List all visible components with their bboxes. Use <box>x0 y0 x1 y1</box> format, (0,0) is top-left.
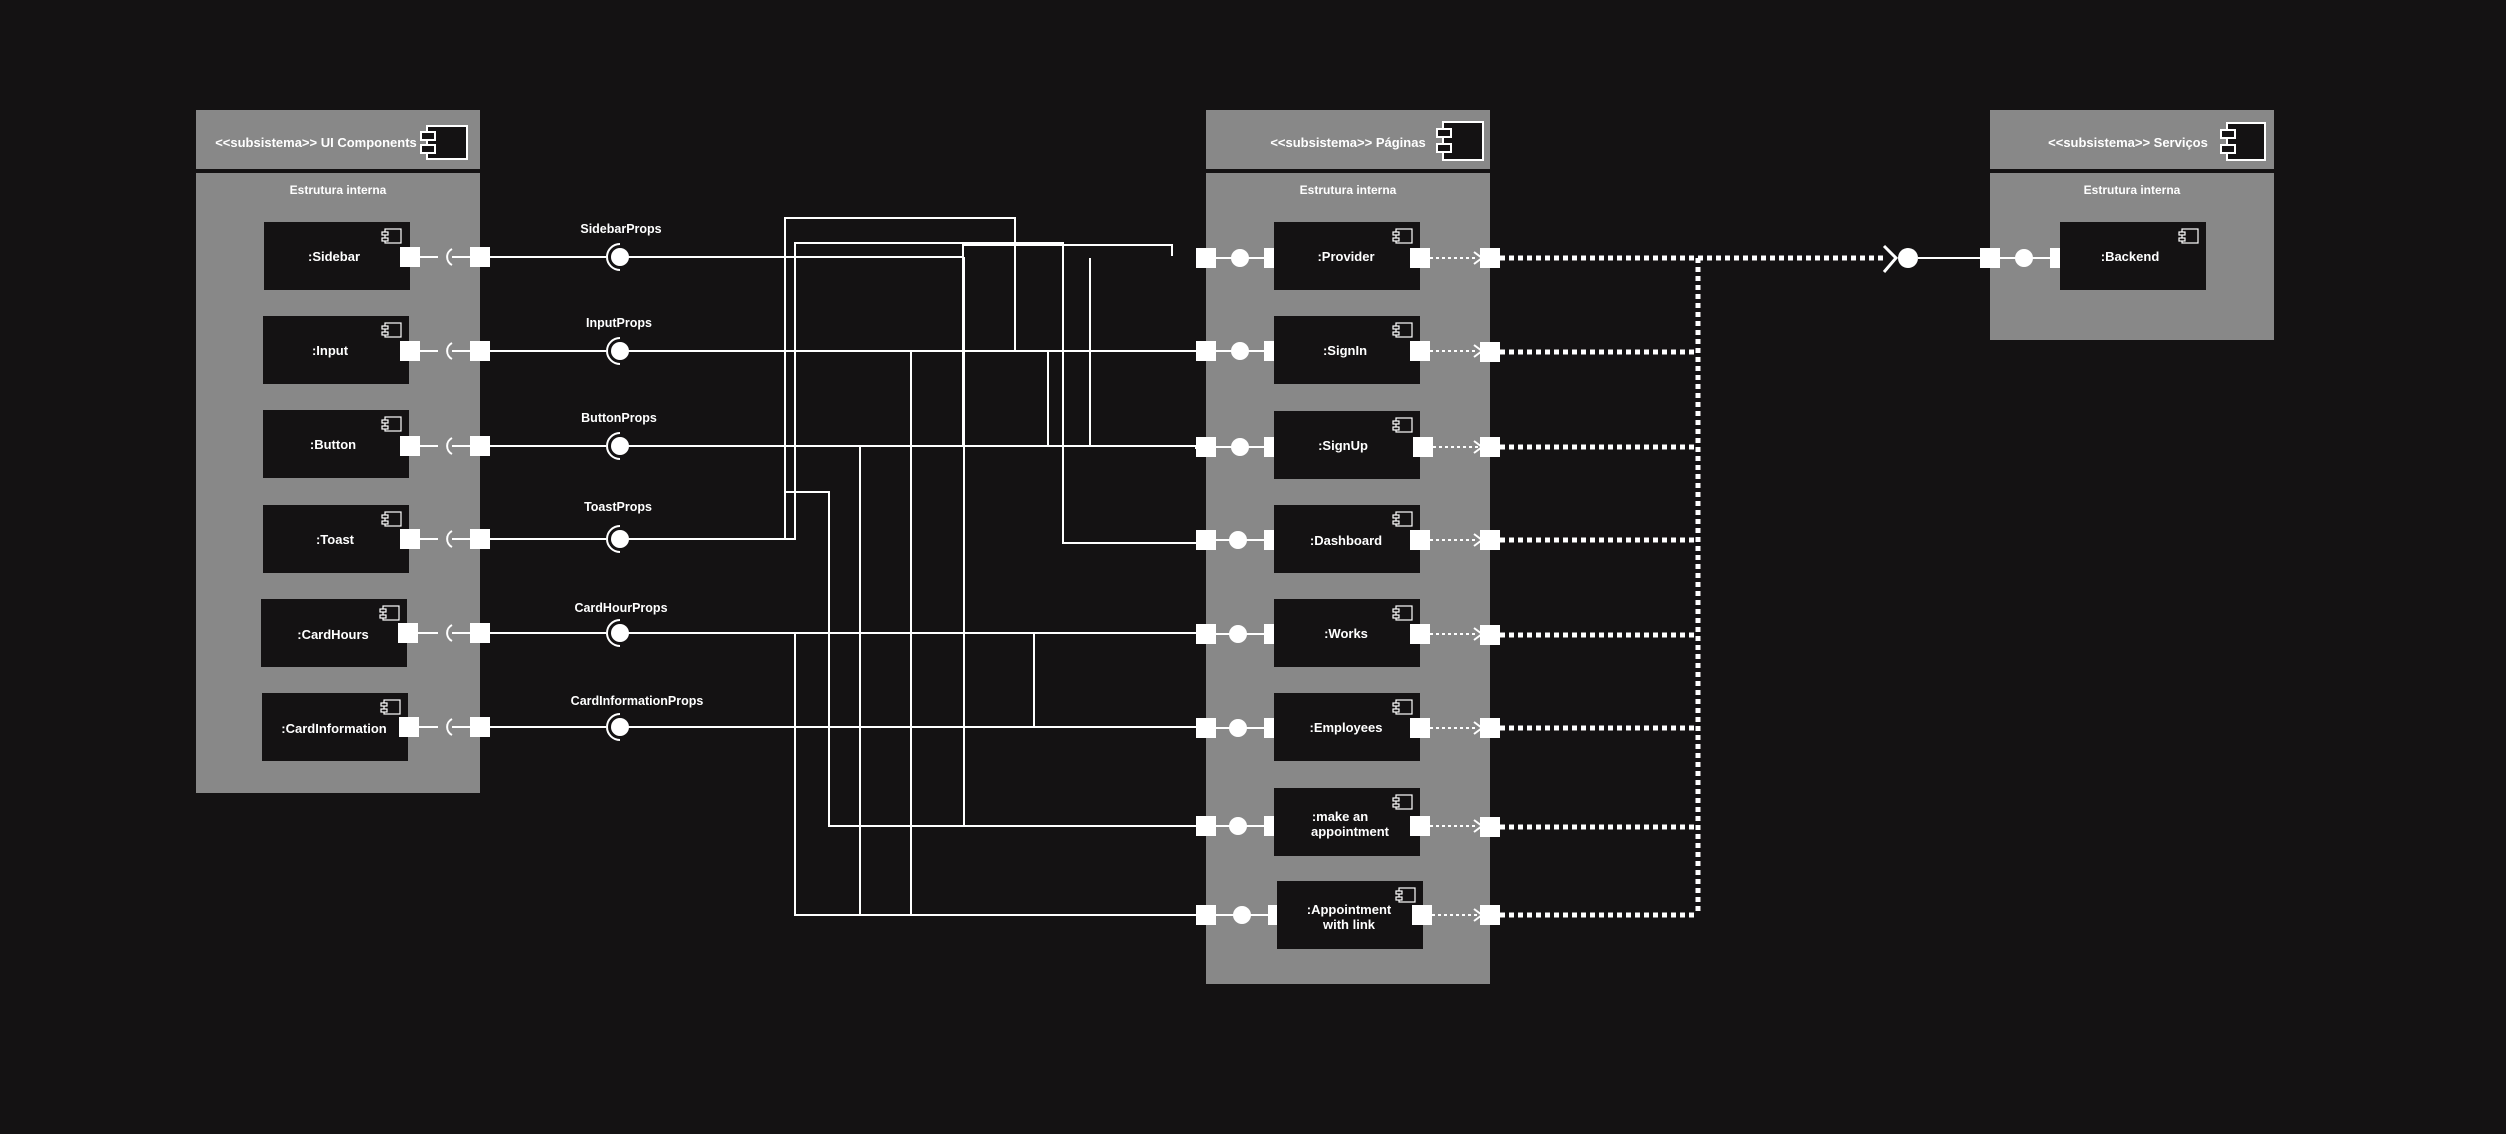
component-icon <box>381 228 402 244</box>
component-icon <box>1392 322 1413 338</box>
component-icon <box>380 699 401 715</box>
interface-label: CardHourProps <box>574 601 667 615</box>
component-label: :CardHours <box>297 627 369 642</box>
ui-component-cardinformation[interactable]: :CardInformation <box>262 693 408 761</box>
component-icon <box>1392 511 1413 527</box>
page-dashboard[interactable]: :Dashboard <box>1196 505 1500 573</box>
ui-component-input[interactable]: :Input <box>263 316 409 384</box>
component-label-line1: :make an <box>1312 809 1368 824</box>
component-label: :Button <box>310 437 356 452</box>
component-label: :CardInformation <box>281 721 387 736</box>
page-signup[interactable]: :SignUp <box>1196 411 1500 479</box>
interface-label: SidebarProps <box>580 222 661 236</box>
page-employees[interactable]: :Employees <box>1196 693 1500 761</box>
interface-label: ToastProps <box>584 500 652 514</box>
component-label: :Works <box>1324 626 1368 641</box>
interface-label: ButtonProps <box>581 411 657 425</box>
component-icon <box>381 511 402 527</box>
interface-buttonprops: ButtonProps <box>581 411 657 460</box>
service-backend[interactable]: :Backend <box>1898 222 2206 290</box>
section-label: Estrutura interna <box>290 183 387 197</box>
component-icon <box>381 416 402 432</box>
interface-label: InputProps <box>586 316 652 330</box>
page-component-list: :Provider :SignIn <box>1196 222 1500 949</box>
component-icon <box>381 322 402 338</box>
component-icon <box>420 125 468 160</box>
interface-cardhourprops: CardHourProps <box>574 601 668 647</box>
section-label: Estrutura interna <box>2084 183 2181 197</box>
component-icon <box>1392 417 1413 433</box>
port-row-toast <box>400 529 606 549</box>
page-provider[interactable]: :Provider <box>1196 222 1500 290</box>
component-label: :Input <box>312 343 349 358</box>
port-row-button <box>400 436 606 456</box>
component-label-line2: appointment <box>1311 824 1390 839</box>
component-label: :Toast <box>316 532 355 547</box>
interface-list: SidebarProps InputProps ButtonProps Toas… <box>571 222 704 741</box>
ui-ports <box>398 247 606 737</box>
ui-component-list: :Sidebar :Input :Button :Toast :CardHour… <box>261 222 606 761</box>
ui-component-cardhours[interactable]: :CardHours <box>261 599 407 667</box>
interface-toastprops: ToastProps <box>584 500 652 553</box>
interface-cardinformationprops: CardInformationProps <box>571 694 704 741</box>
subsystem-body <box>1206 173 1490 984</box>
page-appointment-with-link[interactable]: :Appointment with link <box>1196 881 1500 949</box>
ui-component-toast[interactable]: :Toast <box>263 505 409 573</box>
component-icon <box>2178 228 2199 244</box>
port-row-input <box>400 341 606 361</box>
component-icon <box>1392 228 1413 244</box>
ui-component-button[interactable]: :Button <box>263 410 409 478</box>
component-icon <box>2220 122 2266 161</box>
component-icon <box>1436 121 1484 161</box>
component-icon <box>1392 605 1413 621</box>
interface-inputprops: InputProps <box>586 316 652 365</box>
page-works[interactable]: :Works <box>1196 599 1500 667</box>
port-row-cardhours <box>398 623 606 643</box>
component-label: :Dashboard <box>1310 533 1382 548</box>
component-label-line2: with link <box>1322 917 1376 932</box>
component-label-line1: :Appointment <box>1307 902 1392 917</box>
page-make-appointment[interactable]: :make an appointment <box>1196 788 1500 856</box>
component-label: :SignUp <box>1318 438 1368 453</box>
page-signin[interactable]: :SignIn <box>1196 316 1500 384</box>
interface-label: CardInformationProps <box>571 694 704 708</box>
component-icon <box>1392 794 1413 810</box>
component-label: :Backend <box>2101 249 2160 264</box>
component-label: :Provider <box>1317 249 1374 264</box>
component-label: :Sidebar <box>308 249 360 264</box>
port-row-sidebar <box>400 247 606 267</box>
port-row-cardinformation <box>399 717 606 737</box>
section-label: Estrutura interna <box>1300 183 1397 197</box>
subsystem-title: <<subsistema>> Serviços <box>2048 135 2208 150</box>
ui-component-sidebar[interactable]: :Sidebar <box>264 222 410 290</box>
interface-sidebarprops: SidebarProps <box>580 222 662 271</box>
component-label: :SignIn <box>1323 343 1367 358</box>
component-label: :Employees <box>1310 720 1383 735</box>
connector-wires <box>620 217 1205 916</box>
component-icon <box>1392 699 1413 715</box>
component-icon <box>379 605 400 621</box>
subsystem-services: <<subsistema>> Serviços Estrutura intern… <box>1990 110 2274 340</box>
subsystem-title: <<subsistema>> UI Components <box>215 135 417 150</box>
component-icon <box>1395 887 1416 903</box>
backend-dependency <box>1500 244 1899 918</box>
subsystem-title: <<subsistema>> Páginas <box>1270 135 1425 150</box>
